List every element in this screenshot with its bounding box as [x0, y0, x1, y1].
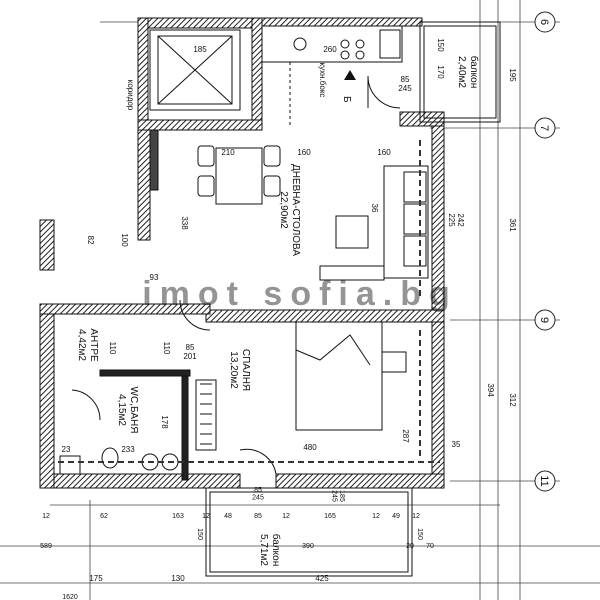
- bdim-9: 12: [372, 513, 380, 520]
- bdim-11: 12: [412, 513, 420, 520]
- dim-160b: 160: [377, 148, 391, 157]
- bdim-5: 48: [224, 513, 232, 520]
- bed: [295, 321, 407, 431]
- axis-label-6: 6: [538, 19, 550, 25]
- bdim-70: 70: [426, 543, 434, 550]
- dim-82: 82: [86, 236, 95, 245]
- bdim-1620: 1620: [62, 594, 78, 600]
- right-dimensions: 195 361 312 394 35 242225: [447, 68, 517, 449]
- entry-name: АНТРЕ: [88, 328, 99, 362]
- living-room-area: 22,90м2: [278, 191, 289, 229]
- dim-23: 23: [62, 445, 71, 454]
- dashed-lines: [58, 140, 440, 463]
- axis-label-9: 9: [538, 317, 550, 323]
- wc-name: WC,БАНЯ: [128, 387, 139, 434]
- bedroom-name: СПАЛНЯ: [240, 349, 251, 391]
- door-swings: [71, 75, 401, 475]
- dim-160a: 160: [297, 148, 311, 157]
- balcony-bottom-area: 5,71м2: [258, 534, 269, 566]
- dim-338: 338: [180, 216, 189, 230]
- wardrobe: [195, 379, 217, 451]
- dining-table: [197, 145, 281, 205]
- wc-area: 4,15м2: [116, 394, 127, 426]
- walls: [39, 17, 445, 489]
- dim-287: 287: [401, 429, 410, 443]
- balcony-top-area: 2,40м2: [456, 56, 467, 88]
- balcony-bottom-name: балкон: [270, 534, 282, 566]
- corridor-label: коридор: [126, 80, 135, 111]
- sofa: [319, 165, 429, 281]
- balcony-bottom: [205, 487, 413, 577]
- dim-242-225: 242225: [447, 213, 465, 227]
- dim-170: 170: [436, 65, 445, 79]
- dim-93: 93: [150, 273, 159, 282]
- bdim-1: 12: [42, 513, 50, 520]
- bdim-175: 175: [89, 574, 103, 583]
- axis-label-11: 11: [538, 475, 550, 486]
- dim-110a: 110: [162, 342, 171, 355]
- dim-480: 480: [303, 443, 317, 452]
- dim-36: 36: [370, 204, 379, 213]
- dim-210: 210: [221, 148, 235, 157]
- bdim-20: 20: [406, 543, 414, 550]
- bdim-8: 165: [324, 513, 336, 520]
- bdim-6: 85: [254, 513, 262, 520]
- bdim-130: 130: [171, 574, 185, 583]
- dim-361: 361: [508, 218, 517, 232]
- bdim-150b: 150: [416, 528, 423, 540]
- dim-35: 35: [452, 440, 461, 449]
- stair-marker: [344, 70, 356, 80]
- bdim-425: 425: [315, 574, 329, 583]
- bdim-589: 589: [40, 543, 52, 550]
- elevator-shaft: [149, 29, 241, 111]
- letter-b: Б: [341, 96, 352, 103]
- bottom-dims-row1: 12 62 163 12 48 85 12 165 12 49 12: [42, 513, 420, 520]
- dim-110b: 110: [108, 342, 117, 355]
- dim-150-top: 150: [436, 38, 445, 52]
- balcony-top-name: балкон: [468, 56, 480, 88]
- kitchen-counter: [261, 25, 403, 128]
- dim-394: 394: [486, 383, 495, 397]
- dim-260: 260: [323, 45, 337, 54]
- dim-312: 312: [508, 393, 517, 407]
- kitchen-box-label: кухн.бокс: [318, 63, 327, 98]
- living-room-name: ДНЕВНА-СТОЛОВА: [290, 164, 301, 256]
- dim-100: 100: [120, 233, 129, 247]
- dim-185-top: 185: [193, 45, 207, 54]
- dim-195: 195: [508, 68, 517, 82]
- bdim-3: 163: [172, 513, 184, 520]
- balcony-top: [419, 21, 501, 123]
- axis-markers: 6 7 9 11: [534, 11, 556, 492]
- bdim-185-245: 185245: [330, 490, 345, 502]
- bdim-7: 12: [282, 513, 290, 520]
- dim-178: 178: [160, 415, 169, 429]
- entry-area: 4,42м2: [76, 329, 87, 361]
- dim-233: 233: [121, 445, 135, 454]
- wall-block-left: [39, 219, 55, 271]
- bottom-dims-row3: 175 130 425: [89, 574, 329, 583]
- bdim-150a: 150: [196, 528, 203, 540]
- watermark: imot sofia.bg: [142, 275, 458, 313]
- bdim-2: 62: [100, 513, 108, 520]
- bottom-dims-row2: 589 390 20 70: [40, 543, 434, 550]
- bdim-10: 49: [392, 513, 400, 520]
- bedroom-area: 13,20м2: [228, 351, 239, 389]
- axis-label-7: 7: [538, 125, 550, 131]
- bdim-4: 12: [202, 513, 210, 520]
- bdim-390: 390: [302, 543, 314, 550]
